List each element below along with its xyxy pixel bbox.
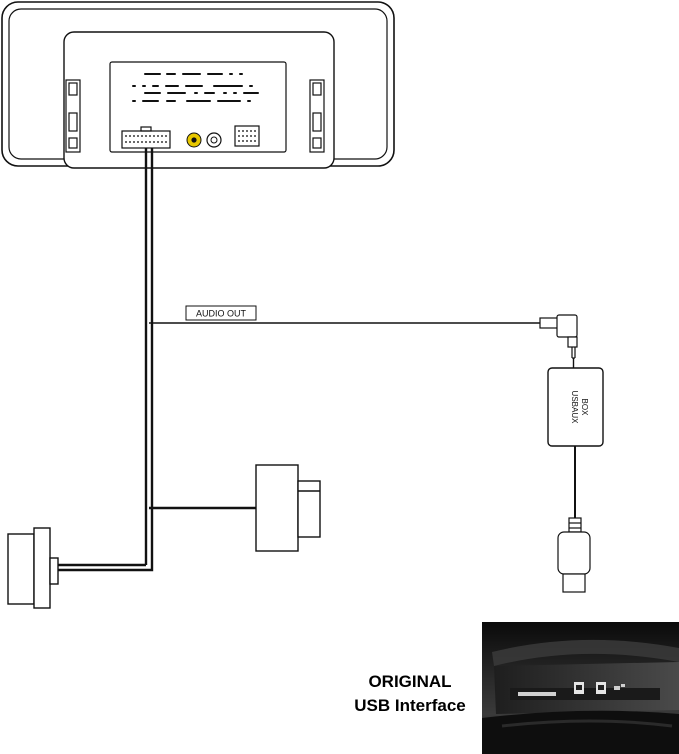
usbaux-box-text-2: BOX (580, 399, 589, 417)
rca-white-port (206, 132, 222, 148)
audio-out-text: AUDIO OUT (196, 309, 247, 319)
right-mounting-bracket (309, 79, 325, 153)
vehicle-connector-left (7, 527, 59, 609)
aux-jack-connector (539, 314, 578, 368)
vent-slots (132, 73, 259, 102)
caption-line-2: USB Interface (354, 696, 466, 715)
left-mounting-bracket (65, 79, 81, 153)
multi-pin-port (234, 125, 260, 147)
usb-port-icon (574, 682, 625, 694)
caption-line-1: ORIGINAL (368, 672, 452, 691)
rca-yellow-port (186, 132, 202, 148)
main-harness-cable (58, 148, 256, 572)
usbaux-box-text-1: USBAUX (570, 391, 579, 425)
usbaux-box: USBAUX BOX (547, 367, 604, 447)
original-usb-caption: ORIGINAL USB Interface (330, 670, 490, 718)
audio-out-label: AUDIO OUT (185, 305, 257, 321)
usb-plug (557, 517, 591, 593)
card-slot-icon (518, 692, 556, 696)
vehicle-connector-right (255, 464, 321, 552)
original-usb-interface-photo (482, 622, 679, 754)
